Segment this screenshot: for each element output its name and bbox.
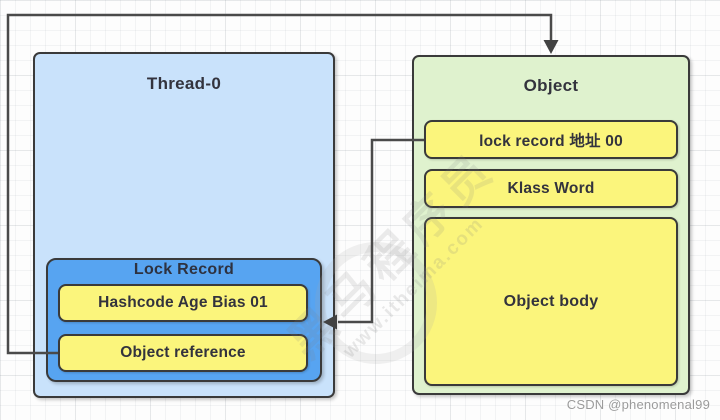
object-reference-row: Object reference	[58, 334, 308, 372]
klass-word-row: Klass Word	[424, 169, 678, 208]
thread-0-title: Thread-0	[146, 74, 222, 93]
hashcode-age-bias-row: Hashcode Age Bias 01	[58, 284, 308, 322]
object-title: Object	[523, 76, 579, 95]
csdn-credit: CSDN @phenomenal99	[566, 397, 710, 412]
lock-record-address-row: lock record 地址 00	[424, 120, 678, 159]
object-body-row: Object body	[424, 217, 678, 386]
arrow-down-icon	[543, 40, 559, 54]
lock-record-title: Lock Record	[133, 261, 235, 278]
